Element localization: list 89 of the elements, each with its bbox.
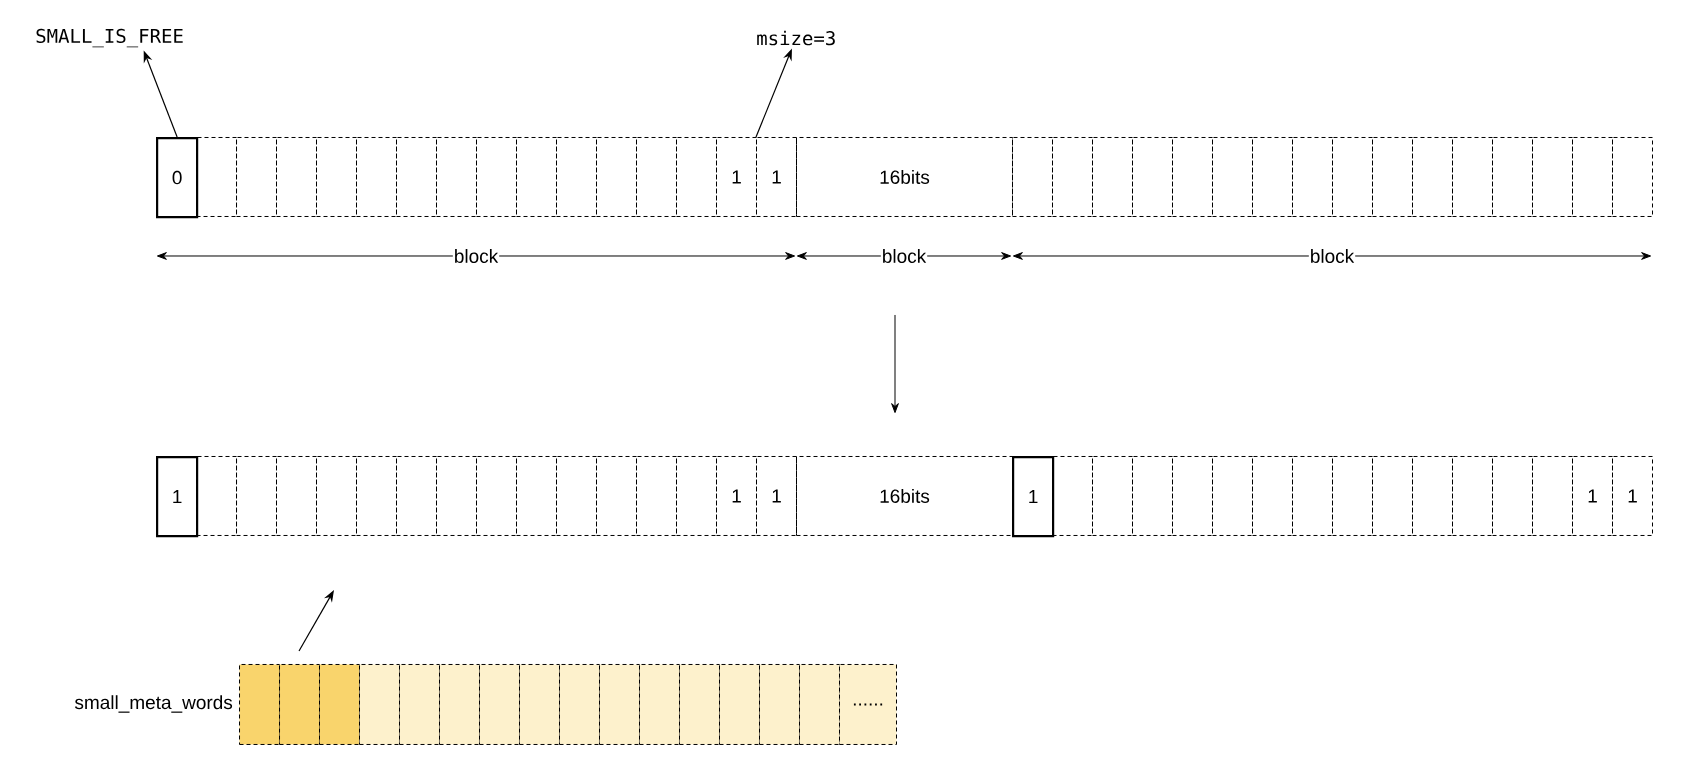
bit-cell (1172, 456, 1213, 536)
bit-cell (1212, 456, 1253, 536)
bit-cell: 1 (756, 456, 797, 536)
bit-cell (1292, 456, 1333, 536)
bit-cell (1052, 137, 1093, 217)
bit-cell (636, 137, 677, 217)
meta-word-cell (719, 664, 760, 745)
arrow (298, 590, 334, 652)
bit-cell (1532, 137, 1573, 217)
bit-cell (676, 456, 717, 536)
bit-cell (476, 137, 517, 217)
bit-cell (1612, 137, 1653, 217)
bit-cell (1252, 137, 1293, 217)
bit-cell (1452, 137, 1493, 217)
bit-cell: 0 (156, 137, 199, 219)
field-cell: 16bits (796, 456, 1013, 536)
meta-word-cell (279, 664, 320, 745)
meta-word-cell (239, 664, 280, 745)
meta-word-cell (439, 664, 480, 745)
field-label: SMALL_IS_FREE (36, 28, 183, 48)
bit-cell (1372, 456, 1413, 536)
bit-cell (316, 137, 357, 217)
field-cell: 16bits (796, 137, 1013, 217)
meta-word-cell (799, 664, 840, 745)
bit-cell: 1 (716, 137, 757, 217)
bit-cell (356, 456, 397, 536)
bit-cell (1532, 456, 1573, 536)
bit-cell (436, 137, 477, 217)
bit-cell (1172, 137, 1213, 217)
bit-cell (1492, 456, 1533, 536)
bit-cell (596, 137, 637, 217)
field-label: msize=3 (757, 30, 835, 46)
bit-cell (396, 137, 437, 217)
bit-cell (276, 456, 317, 536)
bit-cell (236, 137, 277, 217)
bit-cell (1372, 137, 1413, 217)
meta-word-cell (399, 664, 440, 745)
bit-cell (676, 137, 717, 217)
bit-cell (436, 456, 477, 536)
bit-cell (316, 456, 357, 536)
bit-cell (636, 456, 677, 536)
bit-cell: 1 (756, 137, 797, 217)
bit-cell (1572, 137, 1613, 217)
bit-cell (1212, 137, 1253, 217)
meta-word-cell (319, 664, 360, 745)
meta-word-cell (519, 664, 560, 745)
bit-cell (516, 137, 557, 217)
dimension-label: block (1308, 248, 1356, 264)
bit-cell (516, 456, 557, 536)
bit-cell (1412, 137, 1453, 217)
bit-cell (1092, 456, 1133, 536)
bit-cell (1012, 137, 1053, 217)
bit-cell (556, 137, 597, 217)
bit-cell (1132, 456, 1173, 536)
meta-word-cell (559, 664, 600, 745)
bit-cell (1052, 456, 1093, 536)
bit-cell (196, 456, 237, 536)
bit-cell: 1 (716, 456, 757, 536)
meta-word-cell (599, 664, 640, 745)
bit-cell (356, 137, 397, 217)
bit-cell (1492, 137, 1533, 217)
bit-cell (196, 137, 237, 217)
dimension-label: block (452, 248, 500, 264)
bit-cell: 1 (1612, 456, 1653, 536)
bit-cell (1412, 456, 1453, 536)
bit-cell (596, 456, 637, 536)
meta-word-cell: ...... (839, 664, 897, 745)
bit-cell (1332, 137, 1373, 217)
bit-cell (276, 137, 317, 217)
meta-word-cell (479, 664, 520, 745)
bit-cell (236, 456, 277, 536)
bit-cell (396, 456, 437, 536)
bit-cell (476, 456, 517, 536)
bit-cell (1252, 456, 1293, 536)
meta-word-cell (679, 664, 720, 745)
bit-cell (1332, 456, 1373, 536)
meta-word-cell (639, 664, 680, 745)
bit-cell: 1 (1572, 456, 1613, 536)
bit-cell: 1 (156, 456, 199, 538)
bit-cell (1132, 137, 1173, 217)
meta-word-cell (359, 664, 400, 745)
bit-cell (1092, 137, 1133, 217)
bit-cell (1452, 456, 1493, 536)
meta-word-cell (759, 664, 800, 745)
bit-cell (1292, 137, 1333, 217)
bit-cell (556, 456, 597, 536)
bit-cell: 1 (1012, 456, 1055, 538)
row-label: small_meta_words (74, 695, 233, 713)
dimension-label: block (880, 248, 928, 264)
